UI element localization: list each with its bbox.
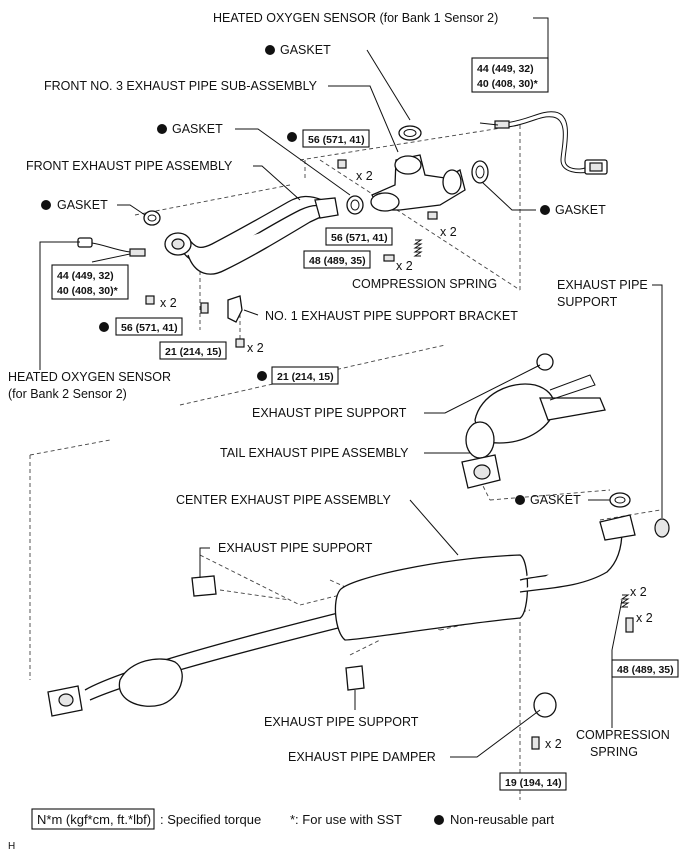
torque-box-19: 19 (194, 14) <box>499 772 567 791</box>
upper-dash-frame-2 <box>134 184 291 340</box>
label-compression-spring-bottom-1: COMPRESSION <box>576 728 670 742</box>
upper-dash-frame <box>299 124 521 291</box>
label-heated-o2-bank1: HEATED OXYGEN SENSOR (for Bank 1 Sensor … <box>213 11 498 25</box>
gasket-mid-part[interactable] <box>346 195 364 215</box>
label-compression-spring-bottom-2: SPRING <box>590 745 638 759</box>
qty-marker: x 2 <box>636 611 653 625</box>
svg-text:40 (408, 30)*: 40 (408, 30)* <box>57 285 119 297</box>
qty-marker: x 2 <box>545 737 562 751</box>
label-support-tail: EXHAUST PIPE SUPPORT <box>252 406 407 420</box>
torque-box-o2-bank1: 44 (449, 32) 40 (408, 30)* <box>471 57 549 93</box>
svg-text:48 (489, 35): 48 (489, 35) <box>617 664 674 676</box>
label-center-exhaust-pipe: CENTER EXHAUST PIPE ASSEMBLY <box>176 493 392 507</box>
qty-marker: x 2 <box>247 341 264 355</box>
center-exhaust-pipe[interactable] <box>47 514 636 717</box>
svg-text:44 (449, 32): 44 (449, 32) <box>57 270 114 282</box>
legend-sst-note: *: For use with SST <box>290 812 402 827</box>
bolt-21-a[interactable] <box>200 302 209 314</box>
label-front-exhaust-pipe: FRONT EXHAUST PIPE ASSEMBLY <box>26 159 233 173</box>
support-bottom-part[interactable] <box>345 665 365 691</box>
legend-torque-box <box>31 808 155 830</box>
legend-nonreusable: Non-reusable part <box>450 812 554 827</box>
legend-torque-unit: N*m (kgf*cm, ft.*lbf) <box>37 812 151 827</box>
label-heated-o2-bank2-1: HEATED OXYGEN SENSOR <box>8 370 171 384</box>
damper-part[interactable] <box>533 692 557 718</box>
label-gasket-mid: GASKET <box>172 122 223 136</box>
svg-text:48 (489, 35): 48 (489, 35) <box>309 255 366 267</box>
label-heated-o2-bank2-2: (for Bank 2 Sensor 2) <box>8 387 127 401</box>
svg-text:44 (449, 32): 44 (449, 32) <box>477 63 534 75</box>
compression-spring-top[interactable] <box>413 239 423 257</box>
legend-torque-desc: : Specified torque <box>160 812 261 827</box>
label-support-left: EXHAUST PIPE SUPPORT <box>218 541 373 555</box>
label-gasket-center: GASKET <box>530 493 581 507</box>
torque-box-48-top: 48 (489, 35) <box>303 250 371 269</box>
gasket-right-part[interactable] <box>471 160 489 184</box>
gasket-left-part[interactable] <box>143 210 161 226</box>
label-gasket-left: GASKET <box>57 198 108 212</box>
support-tail-part[interactable] <box>536 353 554 371</box>
label-exhaust-pipe-damper: EXHAUST PIPE DAMPER <box>288 750 436 764</box>
torque-box-56-b: 56 (571, 41) <box>325 227 393 246</box>
torque-box-56-c: 56 (571, 41) <box>115 317 183 336</box>
bolt-19[interactable] <box>531 736 540 750</box>
lower-dash-lines <box>199 479 661 800</box>
support-left-part[interactable] <box>191 575 217 597</box>
label-support-bottom: EXHAUST PIPE SUPPORT <box>264 715 419 729</box>
bolt-21-b[interactable] <box>235 338 245 348</box>
svg-text:19 (194, 14): 19 (194, 14) <box>505 777 562 789</box>
front-exhaust-pipe[interactable] <box>164 195 339 275</box>
compression-spring-bottom[interactable] <box>620 594 630 608</box>
support-right-part[interactable] <box>654 518 670 538</box>
label-gasket-right: GASKET <box>555 203 606 217</box>
legend: N*m (kgf*cm, ft.*lbf) : Specified torque… <box>31 808 554 830</box>
svg-text:56 (571, 41): 56 (571, 41) <box>121 322 178 334</box>
lower-left-dash-frame <box>29 439 111 680</box>
qty-marker: x 2 <box>356 169 373 183</box>
nut-56-a[interactable] <box>337 159 347 169</box>
torque-box-21-b: 21 (214, 15) <box>271 366 339 385</box>
qty-marker: x 2 <box>396 259 413 273</box>
no1-support-bracket-part[interactable] <box>227 295 243 323</box>
label-gasket-top: GASKET <box>280 43 331 57</box>
torque-box-21-a: 21 (214, 15) <box>159 341 227 360</box>
svg-text:56 (571, 41): 56 (571, 41) <box>331 232 388 244</box>
svg-text:21 (214, 15): 21 (214, 15) <box>165 346 222 358</box>
label-no1-support-bracket: NO. 1 EXHAUST PIPE SUPPORT BRACKET <box>265 309 518 323</box>
heated-oxygen-sensor-bank2[interactable] <box>77 237 146 257</box>
nonreusable-markers <box>41 45 550 825</box>
leader-lines <box>39 17 663 758</box>
front-no3-exhaust-pipe[interactable] <box>370 154 466 212</box>
svg-text:40 (408, 30)*: 40 (408, 30)* <box>477 78 539 90</box>
label-compression-spring-top: COMPRESSION SPRING <box>352 277 497 291</box>
svg-text:56 (571, 41): 56 (571, 41) <box>308 134 365 146</box>
nut-56-c[interactable] <box>145 295 155 305</box>
bolt-48-top[interactable] <box>383 254 395 262</box>
qty-marker: x 2 <box>630 585 647 599</box>
torque-box-o2-bank2: 44 (449, 32) 40 (408, 30)* <box>51 264 129 300</box>
label-support-right-1: EXHAUST PIPE <box>557 278 648 292</box>
bolt-56-b[interactable] <box>427 211 438 220</box>
label-tail-exhaust-pipe: TAIL EXHAUST PIPE ASSEMBLY <box>220 446 409 460</box>
footer-code: H <box>8 841 15 852</box>
qty-marker: x 2 <box>160 296 177 310</box>
bolt-48-bottom[interactable] <box>625 617 634 633</box>
heated-oxygen-sensor-bank1[interactable] <box>494 111 608 175</box>
tail-exhaust-pipe[interactable] <box>461 374 606 489</box>
svg-text:21 (214, 15): 21 (214, 15) <box>277 371 334 383</box>
torque-box-48-bottom: 48 (489, 35) <box>611 659 679 678</box>
label-support-right-2: SUPPORT <box>557 295 618 309</box>
gasket-top-part[interactable] <box>398 125 422 141</box>
label-front-no3-pipe: FRONT NO. 3 EXHAUST PIPE SUB-ASSEMBLY <box>44 79 318 93</box>
torque-box-56-a: 56 (571, 41) <box>302 129 370 148</box>
qty-marker: x 2 <box>440 225 457 239</box>
gasket-center-part[interactable] <box>609 492 631 508</box>
